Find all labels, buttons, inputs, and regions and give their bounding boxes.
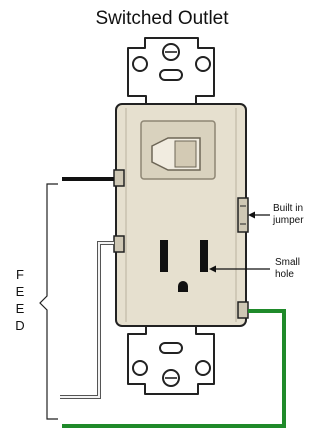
built-in-jumper-label-line2: jumper <box>273 215 304 226</box>
top-mounting-strap <box>127 37 215 105</box>
built-in-jumper-label-line1: Built in <box>273 203 304 214</box>
ground-hole <box>178 281 188 292</box>
green-ground-wire <box>62 309 286 428</box>
toggle-switch <box>140 120 216 180</box>
white-wire <box>60 241 114 399</box>
right-slot <box>200 240 208 272</box>
left-slot <box>160 240 168 272</box>
feed-bracket <box>39 183 58 420</box>
small-hole-label: Small hole <box>275 257 300 281</box>
bottom-right-screw-hole <box>195 360 211 376</box>
top-slot <box>159 69 183 81</box>
jumper-arrow <box>248 211 270 219</box>
feed-letter: E <box>15 284 25 299</box>
small-hole-label-line1: Small <box>275 257 301 268</box>
feed-letter: E <box>15 301 25 316</box>
diagram-title: Switched Outlet <box>95 8 229 29</box>
top-right-screw-hole <box>195 56 211 72</box>
bottom-slot <box>159 342 183 354</box>
top-left-screw-hole <box>132 56 148 72</box>
built-in-jumper-label: Built in jumper <box>273 203 304 227</box>
feed-label: F E E D <box>10 266 30 334</box>
feed-letter: F <box>16 267 24 282</box>
feed-letter: D <box>15 318 25 333</box>
built-in-jumper-terminal <box>237 197 249 233</box>
small-hole-label-line2: hole <box>275 269 294 280</box>
bottom-left-screw-hole <box>132 360 148 376</box>
receptacle-face <box>160 240 208 292</box>
bottom-mounting-strap <box>127 325 215 395</box>
small-hole-arrow <box>209 265 270 273</box>
